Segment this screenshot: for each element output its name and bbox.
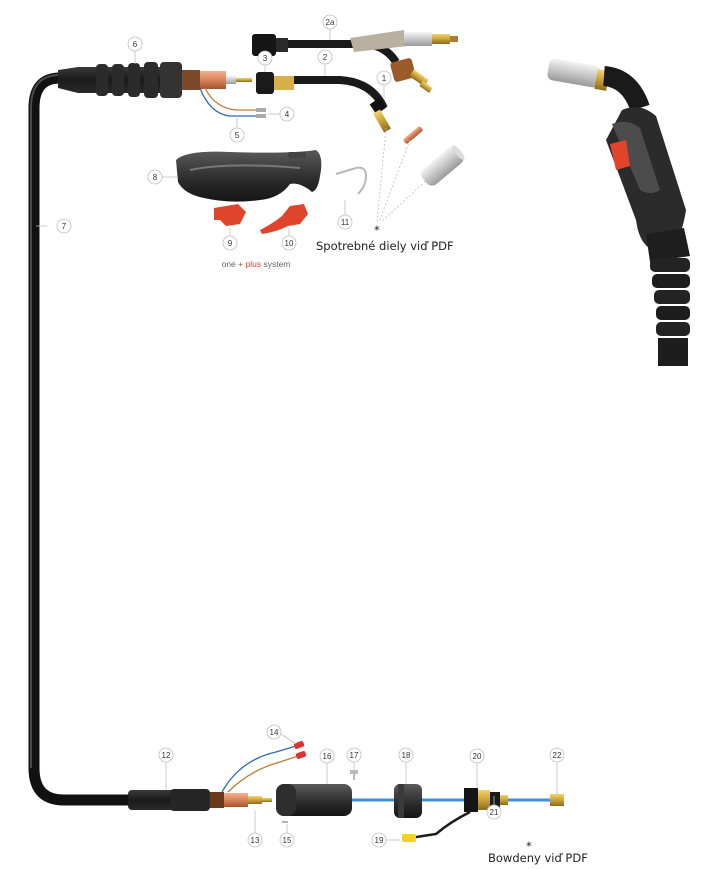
callout-14: 14	[266, 724, 282, 740]
svg-text:15: 15	[283, 836, 292, 845]
svg-text:21: 21	[490, 808, 499, 817]
connector-control-wires	[221, 741, 307, 793]
svg-text:3: 3	[263, 54, 268, 63]
svg-text:12: 12	[162, 751, 171, 760]
screw-17	[350, 770, 358, 780]
consumables-leader-lines	[376, 127, 441, 223]
cable-handle-sleeve	[58, 62, 182, 98]
callout-badges: 6 2a 3 2 1 4 5 8 7 11 9 10 14 12 16 17 1…	[56, 14, 565, 848]
control-wires	[199, 87, 266, 118]
callout-4: 4	[279, 106, 295, 122]
consumables-asterisk: *	[374, 223, 380, 237]
svg-text:10: 10	[285, 239, 294, 248]
callout-15: 15	[279, 832, 295, 848]
svg-text:11: 11	[341, 218, 350, 227]
union-nut-18	[394, 784, 422, 818]
trigger-plus	[260, 204, 308, 234]
callout-leaders	[36, 27, 558, 841]
callout-6: 6	[127, 36, 143, 52]
liners-asterisk: *	[526, 839, 532, 853]
brand-one: one	[222, 259, 236, 269]
callout-1: 1	[376, 70, 392, 86]
svg-text:1: 1	[382, 74, 387, 83]
callout-18: 18	[398, 747, 414, 763]
callout-9: 9	[222, 235, 238, 251]
callout-12: 12	[158, 747, 174, 763]
svg-text:4: 4	[285, 110, 290, 119]
callout-17: 17	[346, 747, 362, 763]
copper-connector-front	[182, 70, 252, 90]
callout-19: 19	[371, 832, 387, 848]
callout-2a: 2a	[322, 14, 338, 30]
cable-end-sleeve	[128, 789, 210, 811]
svg-text:22: 22	[553, 751, 562, 760]
svg-text:5: 5	[235, 131, 240, 140]
svg-text:2: 2	[323, 53, 328, 62]
svg-text:19: 19	[375, 836, 384, 845]
callout-11: 11	[337, 214, 353, 230]
callout-20: 20	[469, 748, 485, 764]
liners-note: Bowdeny viď PDF	[488, 851, 588, 865]
torch-closeup-photo	[547, 58, 690, 366]
brand-plus-sign: +	[238, 259, 243, 269]
callout-21: 21	[486, 804, 502, 820]
callout-7: 7	[56, 218, 72, 234]
svg-text:14: 14	[270, 728, 279, 737]
svg-text:20: 20	[473, 752, 482, 761]
svg-text:8: 8	[153, 173, 158, 182]
callout-3: 3	[257, 50, 273, 66]
callout-13: 13	[247, 832, 263, 848]
main-cable	[28, 72, 136, 806]
torch-handle-grip	[176, 150, 322, 202]
brass-nipple-22	[550, 794, 564, 806]
torch-neck-2a	[252, 30, 458, 93]
svg-text:13: 13	[251, 836, 260, 845]
neck-spring-wire	[335, 166, 368, 195]
callout-5: 5	[229, 127, 245, 143]
connector-sleeve-16	[276, 784, 352, 816]
brand-one-plus-system: one + plus system	[222, 259, 291, 269]
callout-8: 8	[147, 169, 163, 185]
trigger-one	[214, 204, 246, 226]
svg-text:7: 7	[62, 222, 67, 231]
brand-plus: plus	[246, 259, 262, 269]
svg-text:17: 17	[350, 751, 359, 760]
callout-22: 22	[549, 747, 565, 763]
svg-text:9: 9	[228, 239, 233, 248]
consumables-note: Spotrebné diely viď PDF	[316, 239, 454, 253]
callout-16: 16	[319, 748, 335, 764]
central-connector-brass	[210, 792, 272, 808]
brand-system: system	[263, 259, 290, 269]
brass-insert-20	[464, 788, 508, 812]
callout-10: 10	[281, 235, 297, 251]
svg-text:18: 18	[402, 751, 411, 760]
svg-text:16: 16	[323, 752, 332, 761]
consumable-contact-tip	[403, 126, 423, 144]
callout-2: 2	[317, 49, 333, 65]
cable-19	[402, 810, 471, 842]
svg-text:6: 6	[133, 40, 138, 49]
torch-neck	[256, 72, 391, 133]
consumable-nozzle	[421, 145, 465, 186]
svg-text:2a: 2a	[326, 18, 335, 27]
